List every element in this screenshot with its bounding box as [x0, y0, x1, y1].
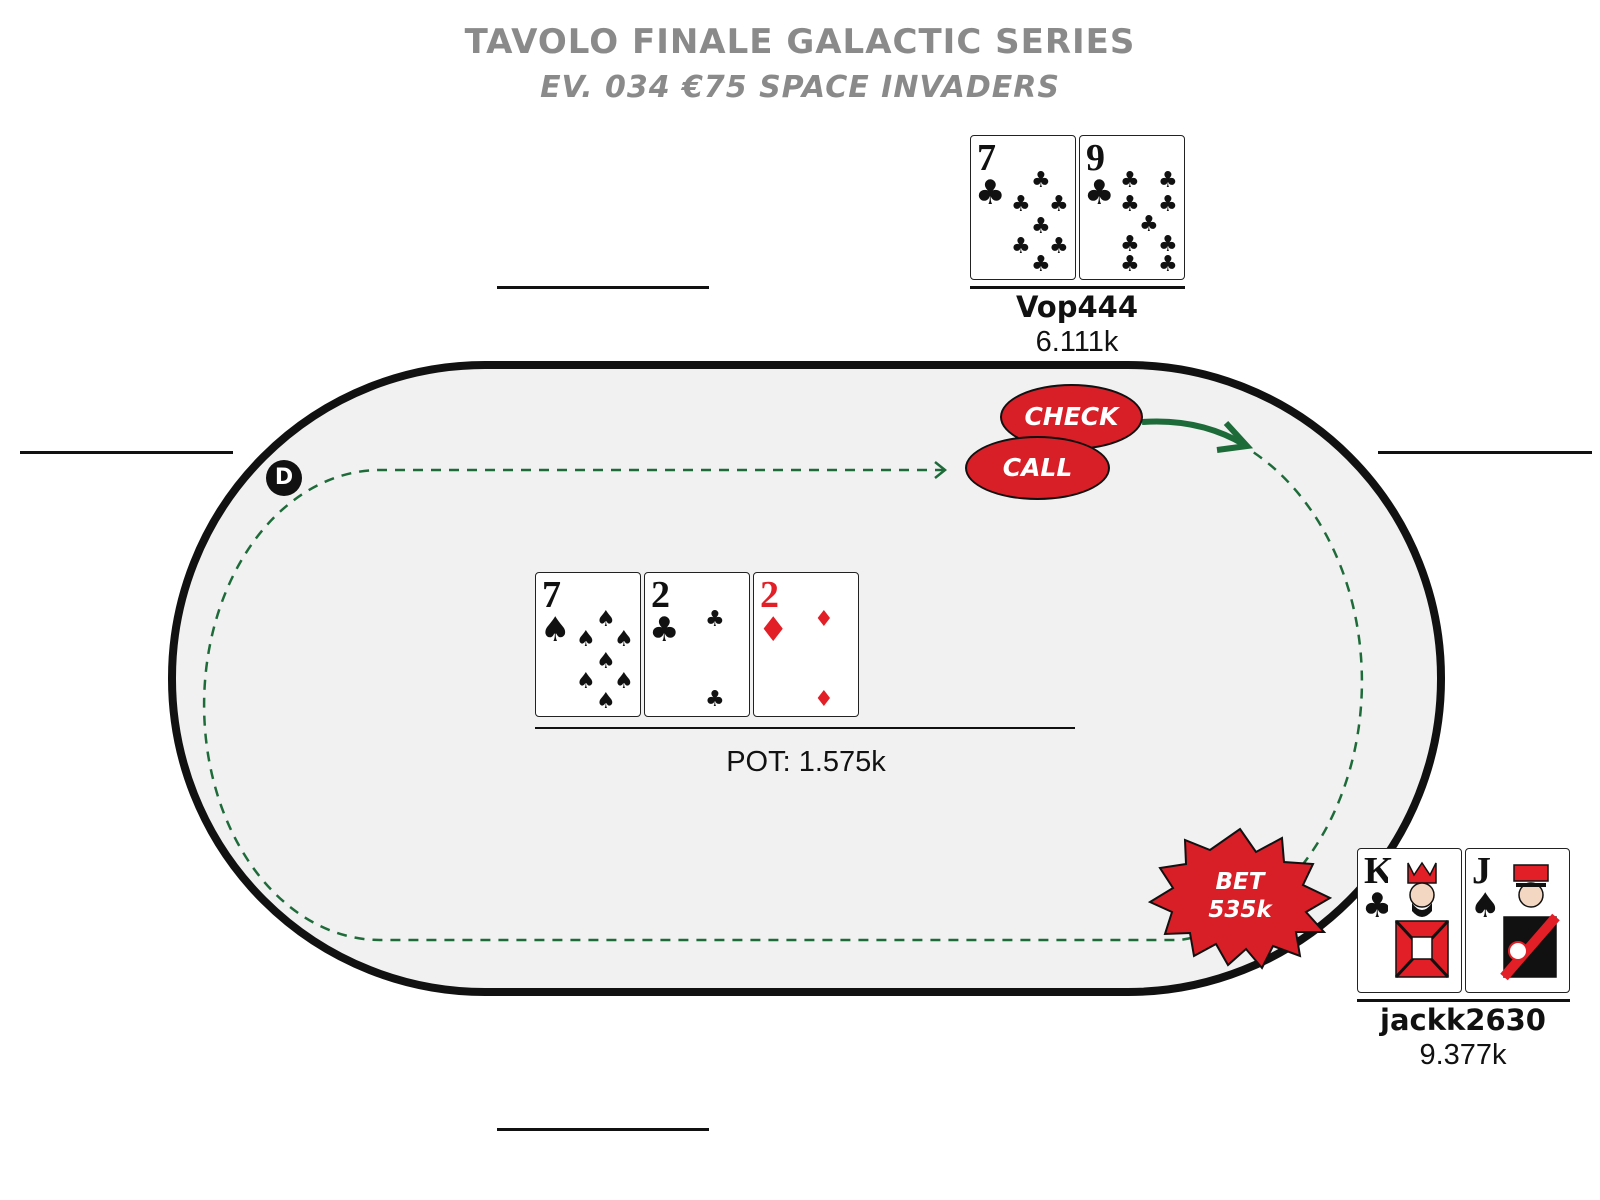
club-icon: ♣ — [1158, 168, 1178, 193]
empty-seat-top-left — [497, 286, 709, 289]
club-icon: ♣ — [1120, 192, 1140, 217]
club-icon: ♣ — [1120, 232, 1140, 257]
club-icon: ♣ — [1158, 192, 1178, 217]
spade-icon: ♠ — [576, 669, 596, 694]
board-card-3: 2 ♦ ♦ ♦ — [753, 572, 859, 717]
player-right-card-2: J ♠ — [1465, 848, 1570, 993]
spade-icon: ♠ — [540, 610, 571, 650]
club-icon: ♣ — [1011, 234, 1031, 259]
check-arrow — [1141, 418, 1247, 448]
king-face-icon — [1388, 861, 1456, 985]
club-icon: ♣ — [1139, 212, 1159, 237]
empty-seat-bottom — [497, 1128, 709, 1131]
club-icon: ♣ — [1120, 252, 1140, 277]
club-icon: ♣ — [1031, 252, 1051, 277]
jack-face-icon — [1496, 861, 1564, 985]
club-icon: ♣ — [649, 610, 680, 650]
card-rank: 2 — [760, 574, 779, 616]
diamond-icon: ♦ — [758, 610, 789, 650]
pot-amount: POT: 1.575k — [726, 746, 886, 778]
spade-icon: ♠ — [614, 627, 634, 652]
player-top-seat-line — [970, 286, 1185, 289]
club-icon: ♣ — [705, 607, 725, 632]
card-rank: 2 — [651, 574, 670, 616]
empty-seat-right — [1378, 451, 1592, 454]
club-icon: ♣ — [1031, 168, 1051, 193]
club-icon: ♣ — [1084, 173, 1115, 213]
player-right-card-1: K ♣ — [1357, 848, 1462, 993]
diamond-icon: ♦ — [814, 607, 834, 632]
player-top-name: Vop444 — [1015, 290, 1139, 324]
club-icon: ♣ — [1120, 168, 1140, 193]
spade-icon: ♠ — [576, 627, 596, 652]
empty-seat-left — [20, 451, 233, 454]
bet-action-badge: BET 535k — [1208, 869, 1272, 923]
title-line-2: EV. 034 €75 SPACE INVADERS — [540, 70, 1060, 105]
action-path — [202, 448, 1364, 942]
spade-icon: ♠ — [596, 649, 616, 674]
card-rank: 9 — [1086, 137, 1105, 179]
board-divider — [535, 727, 1075, 729]
spade-icon: ♠ — [1470, 886, 1501, 926]
player-right-stack: 9.377k — [1419, 1039, 1507, 1071]
action-path-arrowhead — [934, 461, 948, 479]
club-icon: ♣ — [705, 687, 725, 712]
dealer-button: D — [266, 460, 302, 496]
player-top-card-1: 7 ♣ ♣ ♣ ♣ ♣ ♣ ♣ ♣ — [970, 135, 1076, 280]
card-rank: 7 — [977, 137, 996, 179]
board-card-1: 7 ♠ ♠ ♠ ♠ ♠ ♠ ♠ ♠ — [535, 572, 641, 717]
club-icon: ♣ — [1011, 192, 1031, 217]
spade-icon: ♠ — [596, 607, 616, 632]
club-icon: ♣ — [1049, 234, 1069, 259]
player-right-seat-line — [1357, 999, 1570, 1002]
player-top-card-2: 9 ♣ ♣ ♣ ♣ ♣ ♣ ♣ ♣ ♣ ♣ — [1079, 135, 1185, 280]
call-action-badge: CALL — [965, 436, 1110, 500]
title-line-1: TAVOLO FINALE GALACTIC SERIES — [464, 22, 1136, 62]
club-icon: ♣ — [1362, 886, 1393, 926]
spade-icon: ♠ — [614, 669, 634, 694]
card-rank: 7 — [542, 574, 561, 616]
club-icon: ♣ — [1158, 252, 1178, 277]
club-icon: ♣ — [1158, 232, 1178, 257]
club-icon: ♣ — [1031, 214, 1051, 239]
bet-burst — [1147, 827, 1333, 970]
player-right-name: jackk2630 — [1380, 1003, 1546, 1037]
board-card-2: 2 ♣ ♣ ♣ — [644, 572, 750, 717]
spade-icon: ♠ — [596, 689, 616, 714]
player-top-stack: 6.111k — [1035, 326, 1119, 358]
diamond-icon: ♦ — [814, 687, 834, 712]
check-arrow-head — [1216, 420, 1254, 453]
club-icon: ♣ — [1049, 192, 1069, 217]
club-icon: ♣ — [975, 173, 1006, 213]
card-rank: J — [1472, 850, 1491, 892]
